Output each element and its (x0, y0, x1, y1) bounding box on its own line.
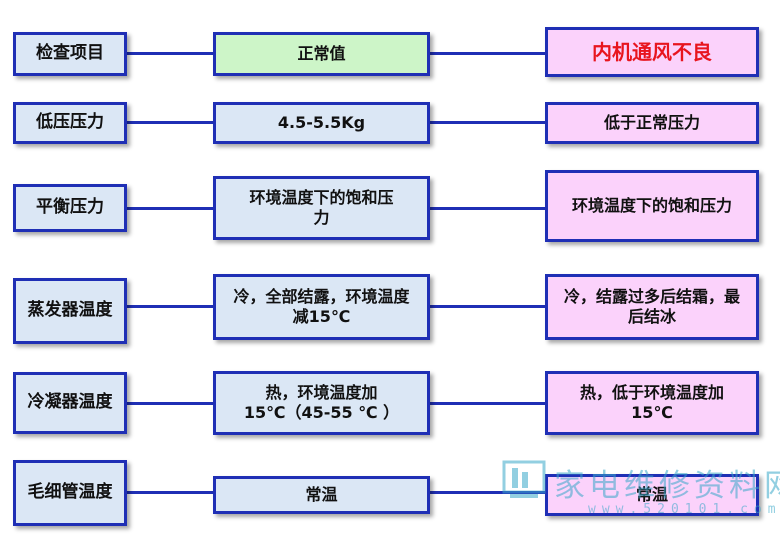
connector-row-1-right (430, 121, 545, 124)
fault-cell-balance-pressure: 环境温度下的饱和压力 (545, 170, 759, 242)
connector-row-4-right (430, 402, 545, 405)
param-cell-condenser-temp: 冷凝器温度 (13, 372, 127, 434)
watermark-logo-icon (502, 460, 546, 498)
fault-cell-capillary-temp: 常温 (545, 474, 759, 516)
header-normal-cell: 正常值 (213, 32, 430, 76)
header-fault-cell: 内机通风不良 (545, 27, 759, 77)
connector-row-4-left (127, 402, 213, 405)
top-cropped-strip (0, 0, 780, 8)
param-cell-evaporator-temp: 蒸发器温度 (13, 278, 127, 344)
normal-cell-evaporator-temp: 冷，全部结露，环境温度减15℃ (213, 274, 430, 340)
connector-header-right (430, 52, 545, 55)
connector-row-5-left (127, 491, 213, 494)
connector-row-2-right (430, 207, 545, 210)
connector-header-left (127, 52, 213, 55)
connector-row-1-left (127, 121, 213, 124)
normal-cell-balance-pressure: 环境温度下的饱和压力 (213, 176, 430, 240)
fault-cell-condenser-temp: 热，低于环境温度加15℃ (545, 371, 759, 435)
param-cell-low-pressure: 低压压力 (13, 102, 127, 144)
connector-row-5-right (430, 491, 545, 494)
normal-cell-low-pressure: 4.5-5.5Kg (213, 102, 430, 144)
normal-cell-capillary-temp: 常温 (213, 476, 430, 514)
fault-cell-evaporator-temp: 冷，结露过多后结霜，最后结冰 (545, 274, 759, 340)
header-param-cell: 检查项目 (13, 32, 127, 76)
param-cell-balance-pressure: 平衡压力 (13, 184, 127, 232)
fault-cell-low-pressure: 低于正常压力 (545, 102, 759, 144)
normal-cell-condenser-temp: 热，环境温度加15℃（45-55 ℃ ） (213, 371, 430, 435)
param-cell-capillary-temp: 毛细管温度 (13, 460, 127, 526)
connector-row-3-right (430, 305, 545, 308)
connector-row-3-left (127, 305, 213, 308)
connector-row-2-left (127, 207, 213, 210)
